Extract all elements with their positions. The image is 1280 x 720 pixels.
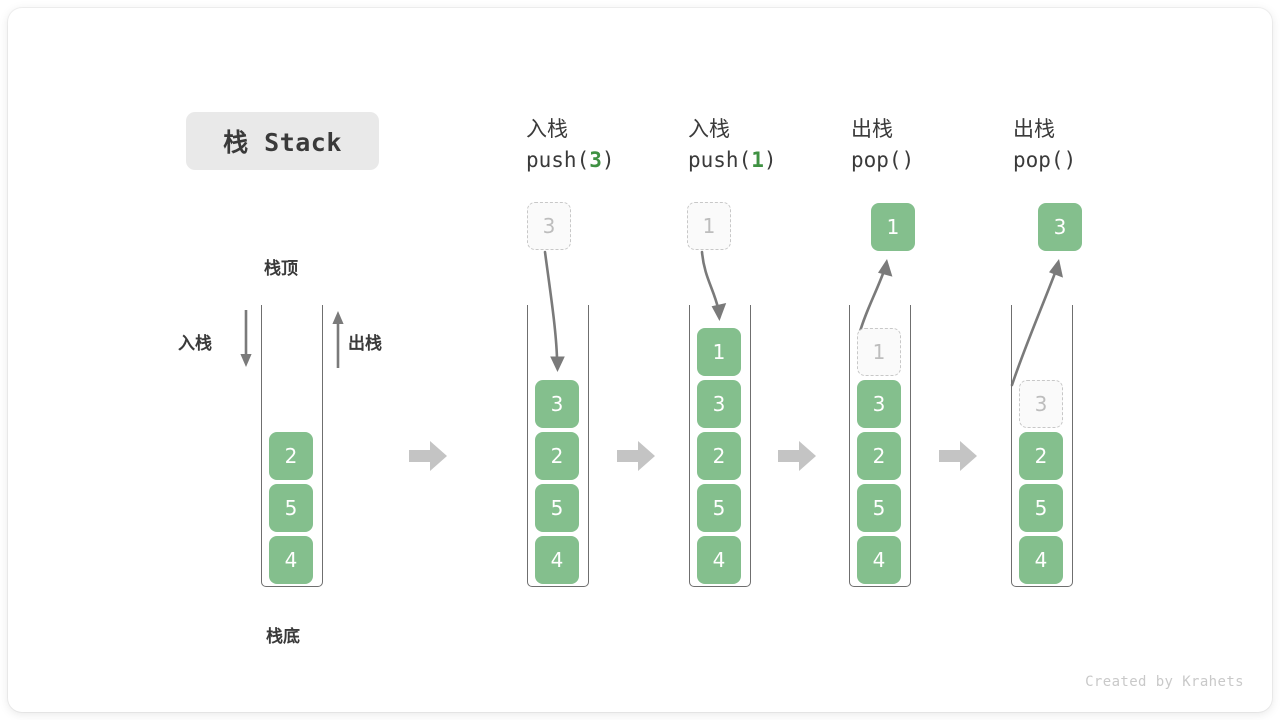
stack-cell: 4 [697, 536, 741, 584]
code-arg: 3 [589, 148, 602, 172]
step-arrow-right-icon [939, 439, 977, 473]
stack-cell: 2 [269, 432, 313, 480]
step-arrow-right-icon [617, 439, 655, 473]
stack-cell: 4 [269, 536, 313, 584]
code-prefix: push( [526, 148, 590, 172]
stack-cell: 5 [857, 484, 901, 532]
stack-cell: 3 [535, 380, 579, 428]
step-arrow-right-icon [409, 439, 447, 473]
pop-motion-arrow-icon [1008, 251, 1070, 387]
step-arrow-right-icon [778, 439, 816, 473]
push-motion-arrow-icon [692, 250, 736, 340]
column-header-cn: 入栈 [688, 117, 730, 141]
column-header-code: pop() [851, 144, 914, 176]
column-header-push-3: 入栈 push(3) [526, 114, 615, 176]
stack-cell: 2 [535, 432, 579, 480]
column-header-code: pop() [1013, 144, 1076, 176]
stack-container-pop-1 [849, 305, 911, 587]
push-down-arrow-icon [236, 308, 256, 370]
stack-cell: 2 [697, 432, 741, 480]
stack-cell: 5 [697, 484, 741, 532]
floating-cell-popped: 3 [1038, 203, 1082, 251]
code-prefix: pop( [1013, 148, 1064, 172]
watermark-credit: Created by Krahets [1085, 674, 1244, 690]
floating-cell-ghost: 3 [527, 202, 571, 250]
stack-cell: 3 [697, 380, 741, 428]
diagram-title-pill: 栈 Stack [186, 112, 379, 170]
diagram-card: 栈 Stack 栈顶 栈底 入栈 出栈 2 5 4 入栈 push(3) 3 [8, 8, 1272, 712]
stack-container-pop-2 [1011, 305, 1073, 587]
stack-cell: 5 [1019, 484, 1063, 532]
stack-container-push-1 [689, 305, 751, 587]
column-header-code: push(1) [688, 144, 777, 176]
stack-cell: 4 [535, 536, 579, 584]
code-arg: 1 [751, 148, 764, 172]
stack-cell: 4 [857, 536, 901, 584]
push-motion-arrow-icon [533, 250, 577, 384]
code-suffix: ) [901, 148, 915, 172]
stack-cell: 3 [857, 380, 901, 428]
column-header-cn: 入栈 [526, 117, 568, 141]
floating-cell-popped: 1 [871, 203, 915, 251]
stack-bottom-label: 栈底 [266, 627, 300, 647]
push-direction-label: 入栈 [178, 334, 212, 354]
column-header-pop-1: 出栈 pop() [851, 114, 914, 176]
stack-cell-ghost: 1 [857, 328, 901, 376]
code-suffix: ) [601, 148, 615, 172]
diagram-title: 栈 Stack [223, 128, 342, 157]
stack-cell: 2 [1019, 432, 1063, 480]
code-suffix: ) [1063, 148, 1077, 172]
stack-container-initial [261, 305, 323, 587]
pop-direction-label: 出栈 [348, 334, 382, 354]
column-header-pop-2: 出栈 pop() [1013, 114, 1076, 176]
column-header-push-1: 入栈 push(1) [688, 114, 777, 176]
stack-cell: 4 [1019, 536, 1063, 584]
stack-cell: 1 [697, 328, 741, 376]
stack-cell: 5 [269, 484, 313, 532]
column-header-cn: 出栈 [851, 117, 893, 141]
stack-cell: 5 [535, 484, 579, 532]
code-suffix: ) [763, 148, 777, 172]
column-header-code: push(3) [526, 144, 615, 176]
column-header-cn: 出栈 [1013, 117, 1055, 141]
stack-cell-ghost: 3 [1019, 380, 1063, 428]
stack-container-push-3 [527, 305, 589, 587]
code-prefix: pop( [851, 148, 902, 172]
stack-top-label: 栈顶 [264, 259, 298, 279]
floating-cell-ghost: 1 [687, 202, 731, 250]
stack-cell: 2 [857, 432, 901, 480]
pop-up-arrow-icon [328, 308, 348, 370]
code-prefix: push( [688, 148, 752, 172]
